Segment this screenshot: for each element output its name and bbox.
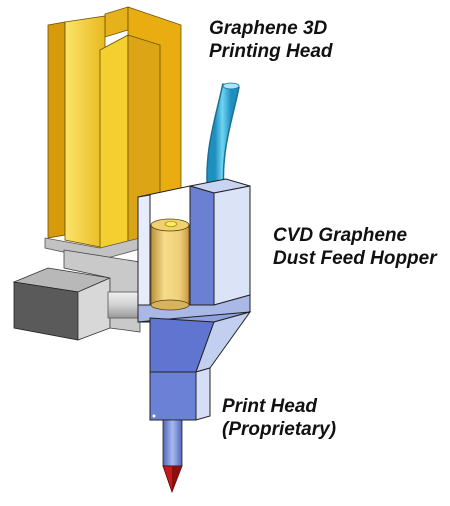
cvd-graphene-hopper-label: CVD Graphene Dust Feed Hopper <box>273 224 437 270</box>
nozzle-shaft <box>162 419 183 467</box>
hopper-side-panel <box>213 185 251 306</box>
heatsink-fin-back-top <box>104 6 129 38</box>
print-head <box>137 311 252 494</box>
feed-cylinder-bottom <box>150 299 190 311</box>
hopper-line-1: CVD Graphene <box>273 225 408 246</box>
feed-cylinder <box>150 218 190 311</box>
title-line-1: Graphene 3D <box>209 18 328 39</box>
nozzle-body-side <box>195 367 211 421</box>
title-line-2: Printing Head <box>209 41 333 62</box>
hopper-front-panel <box>189 185 215 306</box>
heatsink-fin-left-side <box>47 21 66 239</box>
hopper-left-wall <box>137 194 151 316</box>
feed-cylinder-body <box>150 224 190 306</box>
print-head-line-2: (Proprietary) <box>222 419 337 440</box>
hopper-line-2: Dust Feed Hopper <box>273 248 437 269</box>
nozzle-tip-shade <box>172 466 182 492</box>
graphene-3d-printing-head-label: Graphene 3D Printing Head <box>209 17 333 63</box>
heatsink-fin-center <box>99 34 129 259</box>
motor-block <box>12 249 155 341</box>
motor-front <box>13 281 79 341</box>
heatsink-fin-left <box>64 15 106 249</box>
print-head-line-1: Print Head <box>222 396 318 417</box>
nozzle-screw <box>152 414 156 418</box>
print-head-label: Print Head (Proprietary) <box>222 395 336 441</box>
heatsink <box>44 6 182 261</box>
filament-tube-end <box>222 82 240 90</box>
nozzle-body-front <box>149 371 197 421</box>
feed-cylinder-hole <box>164 221 178 227</box>
